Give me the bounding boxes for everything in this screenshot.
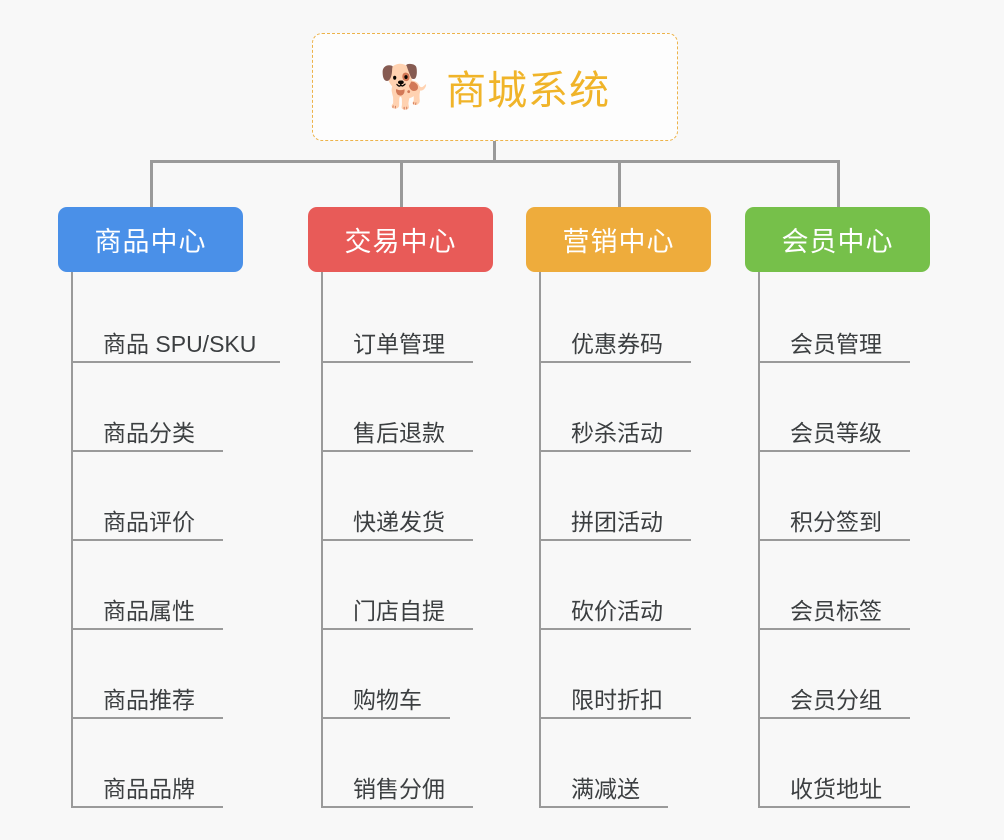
leaf-label[interactable]: 优惠券码: [571, 331, 663, 357]
leaf-connector: 订单管理: [321, 331, 473, 363]
leaf-label[interactable]: 砍价活动: [571, 598, 663, 624]
leaf-label[interactable]: 收货地址: [790, 776, 882, 802]
leaf-connector: 拼团活动: [539, 509, 691, 541]
leaf-connector: 积分签到: [758, 509, 910, 541]
shiba-dog-face-icon: 🐕: [379, 63, 433, 110]
leaf-label[interactable]: 商品属性: [103, 598, 195, 624]
category-header-trade-center[interactable]: 交易中心: [308, 207, 493, 272]
leaf-connector: 秒杀活动: [539, 420, 691, 452]
leaf-label[interactable]: 满减送: [571, 776, 640, 802]
leaf-label[interactable]: 拼团活动: [571, 509, 663, 535]
leaf-label[interactable]: 积分签到: [790, 509, 882, 535]
category-header-product-center[interactable]: 商品中心: [58, 207, 243, 272]
leaf-connector: 门店自提: [321, 598, 473, 630]
category-header-marketing-center[interactable]: 营销中心: [526, 207, 711, 272]
leaf-label[interactable]: 商品推荐: [103, 687, 195, 713]
leaf-connector: 快递发货: [321, 509, 473, 541]
leaf-connector: 会员分组: [758, 687, 910, 719]
root-title: 商城系统: [446, 69, 611, 113]
connector-drop-trade-center: [400, 160, 403, 208]
leaf-connector: 收货地址: [758, 776, 910, 808]
leaf-label[interactable]: 秒杀活动: [571, 420, 663, 446]
leaf-label[interactable]: 会员等级: [790, 420, 882, 446]
leaf-connector: 商品 SPU/SKU: [71, 331, 280, 363]
leaf-connector: 商品推荐: [71, 687, 223, 719]
leaf-connector: 优惠券码: [539, 331, 691, 363]
leaf-connector: 购物车: [321, 687, 450, 719]
root-node[interactable]: 🐕 商城系统: [312, 33, 678, 141]
leaf-label[interactable]: 商品 SPU/SKU: [103, 331, 257, 357]
leaf-connector: 售后退款: [321, 420, 473, 452]
category-label: 交易中心: [344, 227, 457, 257]
leaf-label[interactable]: 售后退款: [353, 420, 445, 446]
category-label: 商品中心: [94, 227, 207, 257]
category-label: 营销中心: [562, 227, 675, 257]
leaf-label[interactable]: 商品分类: [103, 420, 195, 446]
connector-root-stub: [493, 141, 496, 162]
connector-drop-marketing-center: [618, 160, 621, 208]
category-label: 会员中心: [781, 227, 894, 257]
leaf-connector: 会员标签: [758, 598, 910, 630]
connector-drop-member-center: [837, 160, 840, 208]
leaf-label[interactable]: 限时折扣: [571, 687, 663, 713]
leaf-connector: 商品品牌: [71, 776, 223, 808]
leaf-connector: 商品分类: [71, 420, 223, 452]
leaf-label[interactable]: 订单管理: [353, 331, 445, 357]
leaf-label[interactable]: 会员分组: [790, 687, 882, 713]
leaf-connector: 会员管理: [758, 331, 910, 363]
leaf-connector: 砍价活动: [539, 598, 691, 630]
category-header-member-center[interactable]: 会员中心: [745, 207, 930, 272]
leaf-label[interactable]: 会员标签: [790, 598, 882, 624]
leaf-connector: 会员等级: [758, 420, 910, 452]
leaf-connector: 销售分佣: [321, 776, 473, 808]
leaf-label[interactable]: 购物车: [353, 687, 422, 713]
leaf-label[interactable]: 商品评价: [103, 509, 195, 535]
leaf-label[interactable]: 门店自提: [353, 598, 445, 624]
leaf-connector: 商品属性: [71, 598, 223, 630]
leaf-label[interactable]: 会员管理: [790, 331, 882, 357]
leaf-label[interactable]: 商品品牌: [103, 776, 195, 802]
leaf-connector: 限时折扣: [539, 687, 691, 719]
connector-drop-product-center: [150, 160, 153, 208]
leaf-label[interactable]: 快递发货: [353, 509, 445, 535]
leaf-label[interactable]: 销售分佣: [353, 776, 445, 802]
connector-horizontal-bus: [150, 160, 840, 163]
leaf-connector: 商品评价: [71, 509, 223, 541]
leaf-connector: 满减送: [539, 776, 668, 808]
